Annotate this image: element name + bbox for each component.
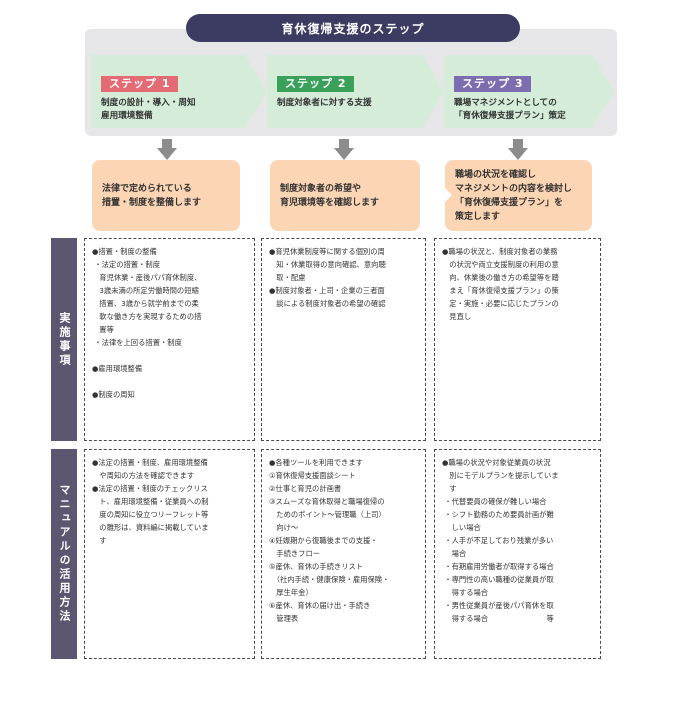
step-1-text: 制度の設計・導入・周知 雇用環境整備 <box>101 98 196 121</box>
down-arrow-icon <box>157 139 177 160</box>
row-label-manual-usage: マニュアルの活用方法 <box>51 449 77 659</box>
step-3-chevron: ステップ 3 職場マネジメントとしての 「育休復帰支援プラン」策定 <box>444 55 614 128</box>
step-1-outcome: 法律で定められている 措置・制度を整備します <box>92 160 240 231</box>
step-2-chevron: ステップ 2 制度対象者に対する支援 <box>267 55 444 128</box>
actions-step-1-cell: ●措置・制度の整備 ・法定の措置・制度 育児休業・産後パパ育休制度、 3歳未満の… <box>84 238 255 441</box>
actions-step-3-cell: ●職場の状況と、制度対象者の業務 の状況や両立支援制度の利用の意 向、休業後の働… <box>434 238 601 441</box>
row-label-actions: 実施事項 <box>51 238 77 441</box>
step-3-outcome: 職場の状況を確認し マネジメントの内容を検討し 「育休復帰支援プラン」を 策定し… <box>445 160 592 231</box>
step-3-text: 職場マネジメントとしての 「育休復帰支援プラン」策定 <box>454 98 566 121</box>
manual-step-3-cell: ●職場の状況や対象従業員の状況 別にモデルプランを提示していま す ・代替要員の… <box>434 449 601 659</box>
page-title: 育休復帰支援のステップ <box>186 14 520 42</box>
step-1-chevron: ステップ 1 制度の設計・導入・周知 雇用環境整備 <box>91 55 267 128</box>
step-2-text: 制度対象者に対する支援 <box>277 98 372 108</box>
actions-step-2-cell: ●育児休業制度等に関する個別の周 知・休業取得の意向確認、意向聴 取・配慮 ●制… <box>261 238 426 441</box>
down-arrow-icon <box>508 139 528 160</box>
step-2-outcome: 制度対象者の希望や 育児環境等を確認します <box>270 160 420 231</box>
step-1-badge: ステップ 1 <box>101 76 178 92</box>
step-3-badge: ステップ 3 <box>454 76 531 92</box>
step-2-badge: ステップ 2 <box>277 76 354 92</box>
down-arrow-icon <box>334 139 354 160</box>
manual-step-1-cell: ●法定の措置・制度、雇用環境整備 や周知の方法を確認できます ●法定の措置・制度… <box>84 449 255 659</box>
manual-step-2-cell: ●各種ツールを利用できます ①育休復帰支援面談シート ②仕事と育児の計画書 ③ス… <box>261 449 426 659</box>
